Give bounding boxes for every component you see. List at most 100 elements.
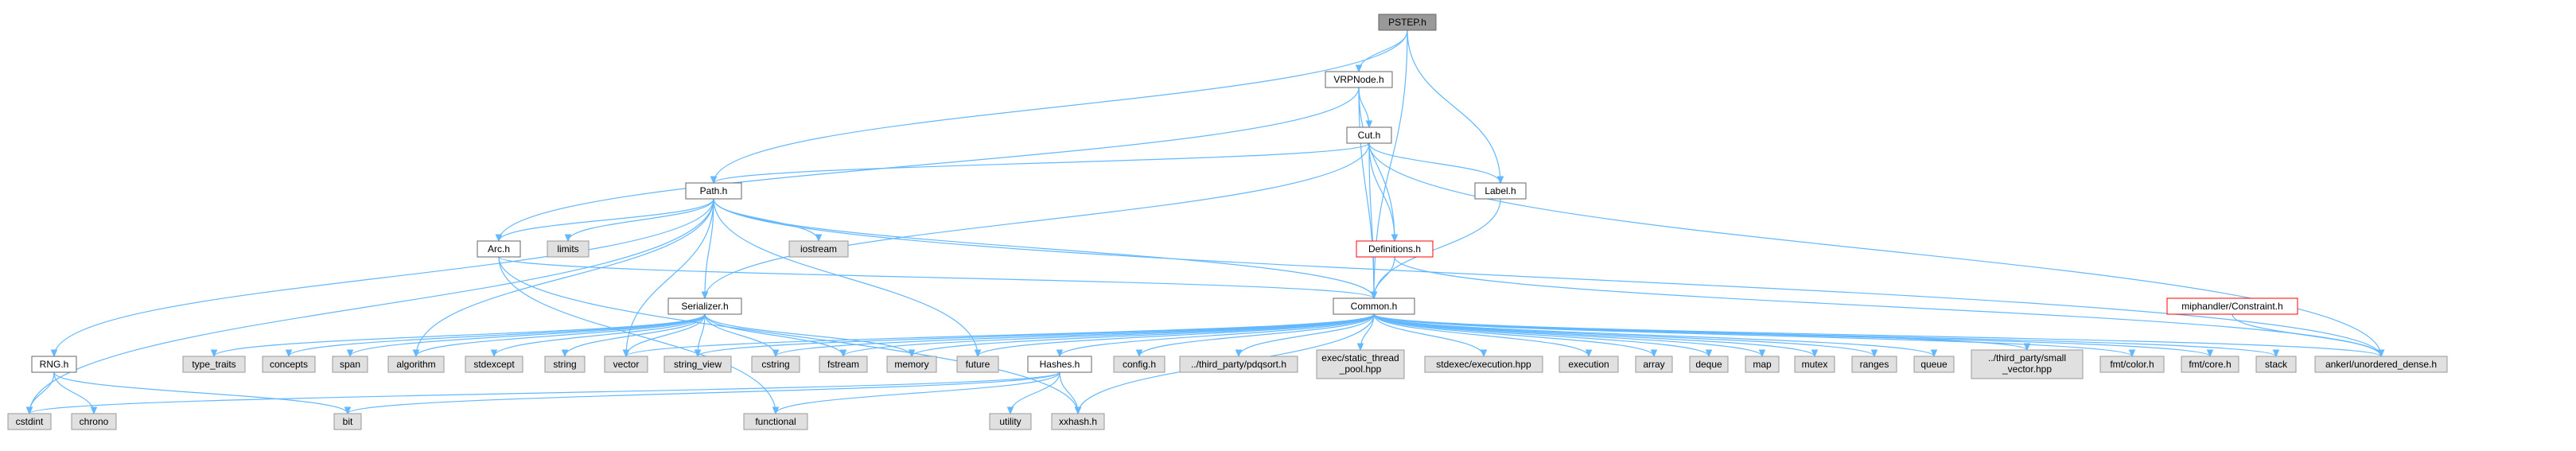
node-label: limits: [557, 243, 578, 255]
edge-cut-to-ankerl: [1368, 142, 2385, 358]
edge-path-to-rng: [50, 198, 714, 358]
node-box: [667, 297, 742, 315]
node-label: functional: [755, 416, 796, 427]
node-label: fmt/color.h: [2110, 359, 2154, 370]
edge-cut-to-definitions: [1368, 142, 1399, 243]
node-box: [1027, 356, 1092, 373]
node-label[interactable]: Label.h: [1474, 182, 1527, 200]
node-label: exec/static_thread: [1321, 352, 1399, 364]
node-ankerl: ankerl/unordered_dense.h: [2314, 356, 2448, 373]
node-config: config.h: [1113, 356, 1165, 373]
node-arc[interactable]: Arc.h: [477, 240, 521, 258]
edge-serializer-to-string: [561, 313, 706, 358]
edge-cut-to-serializer: [701, 142, 1370, 300]
node-label: ../third_party/pdqsort.h: [1191, 359, 1286, 370]
node-pdqsort: ../third_party/pdqsort.h: [1179, 356, 1298, 373]
node-algorithm: algorithm: [387, 356, 445, 373]
node-box: [751, 356, 800, 373]
node-label: string_view: [674, 359, 722, 370]
node-rng[interactable]: RNG.h: [31, 356, 77, 373]
node-label: miphandler/Constraint.h: [2181, 301, 2282, 312]
node-box: [1378, 14, 1437, 31]
node-definitions[interactable]: Definitions.h: [1356, 240, 1434, 258]
node-concepts: concepts: [262, 356, 316, 373]
node-execution: execution: [1558, 356, 1619, 373]
node-label: memory: [894, 359, 928, 370]
edge-common-to-queue: [1373, 313, 1938, 358]
node-label: fstream: [827, 359, 859, 370]
node-pstep[interactable]: PSTEP.h: [1378, 14, 1437, 31]
node-label: type_traits: [192, 359, 235, 370]
node-chrono: chrono: [71, 413, 117, 430]
edge-common-to-array: [1373, 313, 1658, 358]
node-box: [182, 356, 246, 373]
node-label: Definitions.h: [1368, 243, 1421, 255]
node-label: span: [340, 359, 360, 370]
node-label: PSTEP.h: [1388, 17, 1426, 28]
edge-common-to-future: [974, 313, 1375, 358]
edge-hashes-to-bit: [344, 371, 1060, 415]
edge-pstep-to-vrpnode: [1355, 29, 1408, 73]
node-label: RNG.h: [40, 359, 69, 370]
node-label: ankerl/unordered_dense.h: [2325, 359, 2437, 370]
node-label: Arc.h: [488, 243, 510, 255]
node-box: [1356, 240, 1434, 258]
node-label: deque: [1695, 359, 1722, 370]
node-small_vector: ../third_party/small_vector.hpp: [1971, 349, 2084, 379]
node-array: array: [1635, 356, 1673, 373]
node-box: [663, 356, 732, 373]
node-serializer[interactable]: Serializer.h: [667, 297, 742, 315]
node-exec_pool: exec/static_thread_pool.hpp: [1316, 349, 1405, 379]
node-box: [387, 356, 445, 373]
node-label: config.h: [1123, 359, 1156, 370]
node-hashes[interactable]: Hashes.h: [1027, 356, 1092, 373]
edge-common-to-memory: [908, 313, 1375, 358]
edge-common-to-string_view: [694, 313, 1375, 358]
node-cstdint: cstdint: [7, 413, 52, 430]
node-label: Common.h: [1351, 301, 1398, 312]
node-box: [1794, 356, 1835, 373]
node-stdexec: stdexec/execution.hpp: [1424, 356, 1543, 373]
node-common[interactable]: Common.h: [1333, 297, 1415, 315]
node-cstring: cstring: [751, 356, 800, 373]
node-box: [477, 240, 521, 258]
edge-rng-to-chrono: [53, 371, 98, 415]
node-label: Cut.h: [1358, 130, 1381, 141]
edge-constraint-to-ankerl: [2232, 313, 2385, 358]
node-box: [544, 356, 586, 373]
node-box: [886, 356, 937, 373]
edge-common-to-config: [1135, 313, 1375, 358]
node-label: utility: [999, 416, 1021, 427]
node-path[interactable]: Path.h: [685, 182, 742, 200]
edge-common-to-stack: [1373, 313, 2280, 358]
node-label: mutex: [1802, 359, 1828, 370]
node-cut[interactable]: Cut.h: [1346, 126, 1392, 144]
node-vrpnode[interactable]: VRPNode.h: [1325, 71, 1393, 88]
edge-path-to-serializer: [701, 198, 714, 300]
node-box: [1325, 71, 1393, 88]
node-box: [1913, 356, 1955, 373]
edge-path-to-cstdint: [25, 198, 714, 415]
node-label: stdexcept: [473, 359, 515, 370]
edge-common-to-pdqsort: [1235, 313, 1375, 358]
node-box: [1558, 356, 1619, 373]
node-type_traits: type_traits: [182, 356, 246, 373]
node-label: cstdint: [16, 416, 44, 427]
edge-serializer-to-algorithm: [412, 313, 706, 358]
node-box: [333, 413, 362, 430]
edge-pstep-to-path: [710, 29, 1408, 185]
edge-serializer-to-concepts: [285, 313, 706, 358]
edge-rng-to-bit: [53, 371, 352, 415]
node-constraint[interactable]: miphandler/Constraint.h: [2166, 297, 2298, 315]
node-label: ranges: [1860, 359, 1889, 370]
node-box: [989, 413, 1032, 430]
node-box: [2099, 356, 2165, 373]
edge-hashes-to-xxhash: [1059, 371, 1082, 415]
node-label: _pool.hpp: [1339, 364, 1382, 375]
node-box: [1051, 413, 1105, 430]
edge-common-to-fstream: [839, 313, 1375, 358]
edge-arc-to-common: [498, 256, 1378, 300]
node-label: Hashes.h: [1040, 359, 1080, 370]
node-fmt_core: fmt/core.h: [2181, 356, 2239, 373]
